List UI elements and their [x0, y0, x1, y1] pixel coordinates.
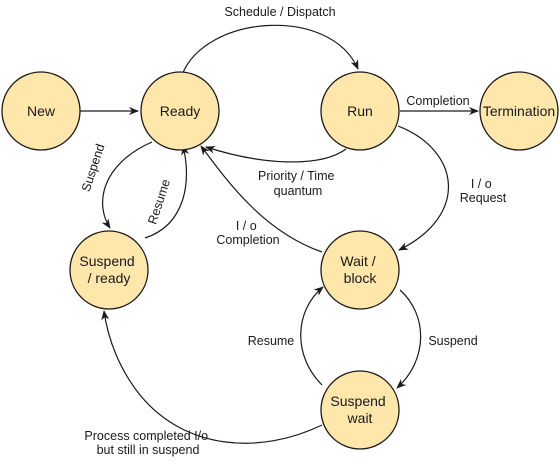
state-suspend-wait: Suspend wait	[320, 370, 400, 450]
state-run-label: Run	[347, 103, 373, 119]
edge-suspend-wait-to-suspend-ready	[101, 310, 323, 444]
state-suspend-ready: Suspend / ready	[69, 230, 149, 310]
edge-label-schedule-dispatch: Schedule / Dispatch	[224, 5, 335, 19]
state-wait-block: Wait / block	[320, 230, 400, 310]
state-wait-block-label: Wait / block	[340, 253, 379, 286]
edge-suspend-ready-to-ready	[144, 145, 190, 239]
state-new-label: New	[27, 103, 56, 119]
state-ready: Ready	[140, 71, 220, 151]
edge-label-suspend-left: Suspend	[79, 142, 108, 193]
edge-wait-to-ready	[200, 145, 323, 253]
edge-label-io-request-line-2: Request	[460, 191, 507, 205]
state-suspend-ready-line-2: / ready	[88, 270, 131, 286]
edge-label-process-completed-line-1: Process completed I/o	[84, 429, 208, 443]
state-wait-block-line-1: Wait /	[340, 253, 375, 269]
edge-label-completion: Completion	[406, 94, 469, 108]
edge-label-priority-line-2: quantum	[274, 184, 323, 198]
state-suspend-ready-label: Suspend / ready	[79, 253, 138, 286]
state-termination-label: Termination	[483, 103, 555, 119]
edge-ready-to-run	[181, 24, 359, 76]
edge-label-io-request-line-1: I / o	[471, 177, 492, 191]
edge-run-to-wait	[397, 125, 450, 251]
edge-run-to-ready	[205, 145, 347, 163]
state-termination: Termination	[479, 71, 559, 151]
state-suspend-wait-label: Suspend wait	[330, 393, 389, 426]
edge-label-resume-left: Resume	[145, 177, 173, 226]
edge-label-priority-line-1: Priority / Time	[258, 169, 334, 183]
edge-label-process-completed-io: Process completed I/o but still in suspe…	[84, 429, 211, 457]
edge-wait-to-suspend-wait	[396, 289, 422, 389]
state-new: New	[1, 71, 81, 151]
edge-label-process-completed-line-2: but still in suspend	[97, 443, 200, 457]
edge-label-io-completion: I / o Completion	[216, 219, 279, 247]
state-suspend-ready-line-1: Suspend	[79, 253, 134, 269]
edge-label-io-request: I / o Request	[460, 177, 507, 205]
state-run: Run	[320, 71, 400, 151]
edge-label-suspend-right: Suspend	[428, 334, 477, 348]
state-wait-block-line-2: block	[344, 270, 378, 286]
edge-label-io-completion-line-1: I / o	[236, 219, 257, 233]
state-ready-label: Ready	[160, 103, 200, 119]
edge-label-resume-right: Resume	[248, 334, 295, 348]
edge-ready-to-suspend-ready	[101, 141, 153, 229]
state-suspend-wait-line-1: Suspend	[330, 393, 385, 409]
edge-label-io-completion-line-2: Completion	[216, 233, 279, 247]
edge-label-priority-time-quantum: Priority / Time quantum	[258, 169, 338, 198]
edge-suspend-wait-to-wait	[300, 286, 324, 386]
state-suspend-wait-line-2: wait	[347, 410, 373, 426]
